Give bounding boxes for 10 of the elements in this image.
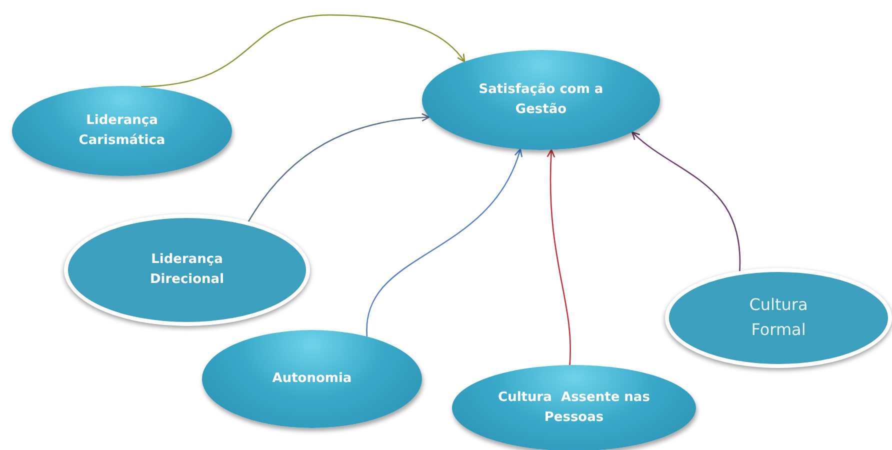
node-label: Satisfação com a Gestão [478, 80, 604, 119]
node-label: Cultura Assente nas Pessoas [497, 388, 651, 427]
node-label: Cultura Formal [748, 294, 809, 341]
curved-arrow [546, 149, 571, 366]
node-label: Liderança Carismática [78, 112, 166, 150]
node-label: Liderança Direcional [148, 250, 226, 289]
node-label: Autonomia [272, 370, 352, 388]
curved-arrow [366, 148, 522, 337]
curved-arrow [248, 113, 430, 222]
curved-arrow [141, 14, 466, 88]
